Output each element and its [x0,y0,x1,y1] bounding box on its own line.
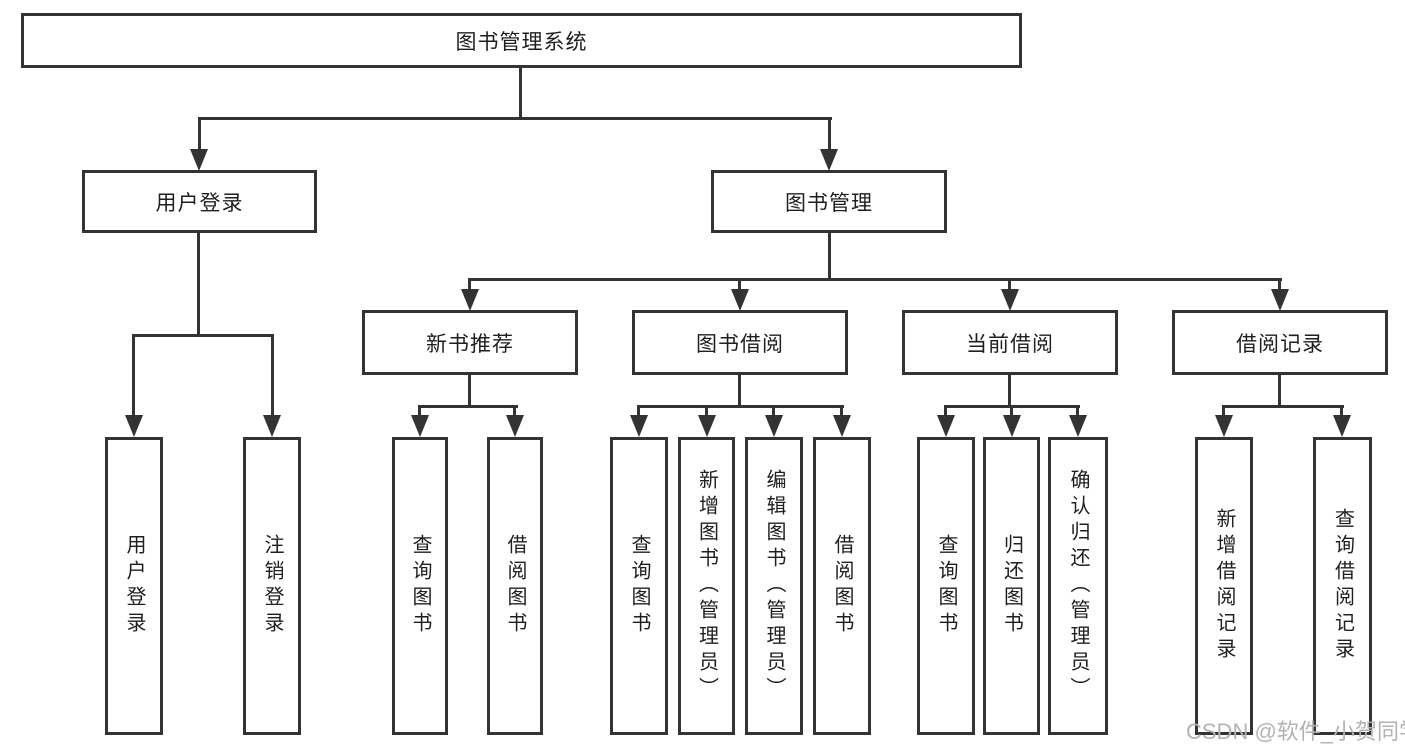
connector-stem [1008,278,1011,294]
connector-user-login-rail [132,334,274,337]
node-label: 图书借阅 [696,332,784,356]
connector-records-rail [1222,405,1344,408]
leaf-label: 注销登录 [261,534,283,638]
arrow-to-leaf [1333,415,1351,437]
connector-stem [198,117,201,153]
arrow-to-leaf [698,415,716,437]
connector-stem [1076,405,1079,419]
node-book-management: 图书管理 [711,170,947,233]
leaf-label: 新增图书（管理员） [695,469,718,703]
arrow-to-leaf [833,415,851,437]
connector-user-login-stem [197,231,200,337]
leaf-return-books: 归还图书 [983,437,1040,735]
connector-stem [468,278,471,294]
leaf-query-books-current: 查询图书 [917,437,975,735]
arrow-to-leaf-user-login [125,415,143,437]
leaf-query-borrow-record: 查询借阅记录 [1313,437,1372,735]
connector-records-stem [1278,373,1281,408]
connector-level2-rail [198,117,832,120]
node-label: 借阅记录 [1236,332,1324,356]
node-new-book-recommend: 新书推荐 [362,310,578,375]
connector-stem [1010,405,1013,419]
connector-stem [944,405,947,419]
connector-recommend-stem [468,373,471,408]
node-label: 用户登录 [155,191,244,215]
leaf-logout: 注销登录 [243,437,301,735]
connector-stem [828,117,831,153]
leaf-label: 借阅图书 [831,534,853,638]
connector-stem [513,405,516,419]
connector-stem [1278,278,1281,294]
leaf-label: 查询图书 [935,534,957,638]
node-borrow-records: 借阅记录 [1172,310,1388,375]
connector-stem [271,334,274,419]
node-label: 新书推荐 [426,332,514,356]
node-library-system: 图书管理系统 [21,13,1022,68]
arrow-to-leaf [1069,415,1087,437]
node-book-borrowing: 图书借阅 [632,310,848,375]
connector-borrowing-rail [637,405,844,408]
arrow-to-leaf [765,415,783,437]
arrow-to-leaf [1215,415,1233,437]
node-label: 图书管理 [785,191,873,215]
connector-stem [418,405,421,419]
connector-current-stem [1008,373,1011,408]
leaf-label: 归还图书 [1000,534,1023,638]
arrow-to-leaf [937,415,955,437]
connector-book-mgmt-stem [828,231,831,280]
connector-stem [705,405,708,419]
connector-stem [1222,405,1225,419]
arrow-to-new-book-recommend [461,289,479,311]
leaf-query-books-borrowing: 查询图书 [610,437,668,735]
leaf-borrow-books-recommend: 借阅图书 [487,437,543,735]
leaf-label: 确认归还（管理员） [1067,469,1089,703]
leaf-label: 借阅图书 [504,534,526,638]
leaf-label: 编辑图书（管理员） [763,469,785,703]
arrow-to-current-borrowing [1001,289,1019,311]
leaf-add-books-admin: 新增图书（管理员） [678,437,735,735]
arrow-to-leaf [411,415,429,437]
connector-stem [1340,405,1343,419]
node-label: 当前借阅 [966,332,1054,356]
connector-borrowing-stem [738,373,741,408]
connector-stem [772,405,775,419]
arrow-to-leaf [506,415,524,437]
leaf-edit-books-admin: 编辑图书（管理员） [745,437,803,735]
arrow-to-book-management [820,149,838,171]
leaf-label: 查询借阅记录 [1331,508,1354,664]
connector-level3-rail [468,278,1282,281]
leaf-label: 用户登录 [123,534,145,638]
arrow-to-book-borrowing [731,289,749,311]
arrow-to-leaf [630,415,648,437]
node-label: 图书管理系统 [455,30,588,54]
csdn-watermark: CSDN @软件_小贺同学 [1186,719,1405,744]
connector-stem [637,405,640,419]
arrow-to-borrow-records [1271,289,1289,311]
arrow-to-user-login [190,149,208,171]
leaf-add-borrow-record: 新增借阅记录 [1195,437,1253,735]
arrow-to-leaf [1003,415,1021,437]
node-current-borrowing: 当前借阅 [902,310,1118,375]
node-user-login: 用户登录 [82,170,317,233]
connector-root-stem [519,66,522,119]
leaf-label: 新增借阅记录 [1213,508,1235,664]
leaf-label: 查询图书 [409,534,431,638]
arrow-to-leaf-logout [263,415,281,437]
leaf-confirm-return-admin: 确认归还（管理员） [1048,437,1108,735]
leaf-borrow-books-borrowing: 借阅图书 [813,437,871,735]
leaf-query-books-recommend: 查询图书 [392,437,448,735]
leaf-user-login: 用户登录 [105,437,163,735]
connector-recommend-rail [418,405,518,408]
leaf-label: 查询图书 [628,534,650,638]
connector-stem [840,405,843,419]
connector-stem [738,278,741,294]
connector-stem [132,334,135,419]
